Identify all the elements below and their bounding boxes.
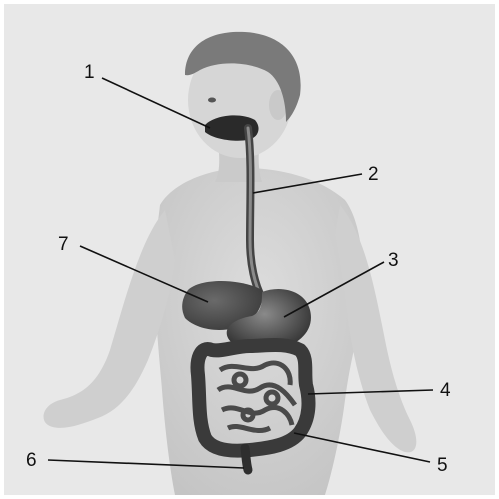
label-7: 7: [58, 234, 69, 255]
label-3: 3: [388, 250, 399, 271]
label-1: 1: [84, 62, 95, 83]
label-5: 5: [437, 455, 448, 476]
rectum: [245, 448, 248, 470]
label-4: 4: [440, 380, 451, 401]
label-6: 6: [26, 450, 37, 471]
label-2: 2: [368, 164, 379, 185]
eye: [208, 98, 216, 103]
